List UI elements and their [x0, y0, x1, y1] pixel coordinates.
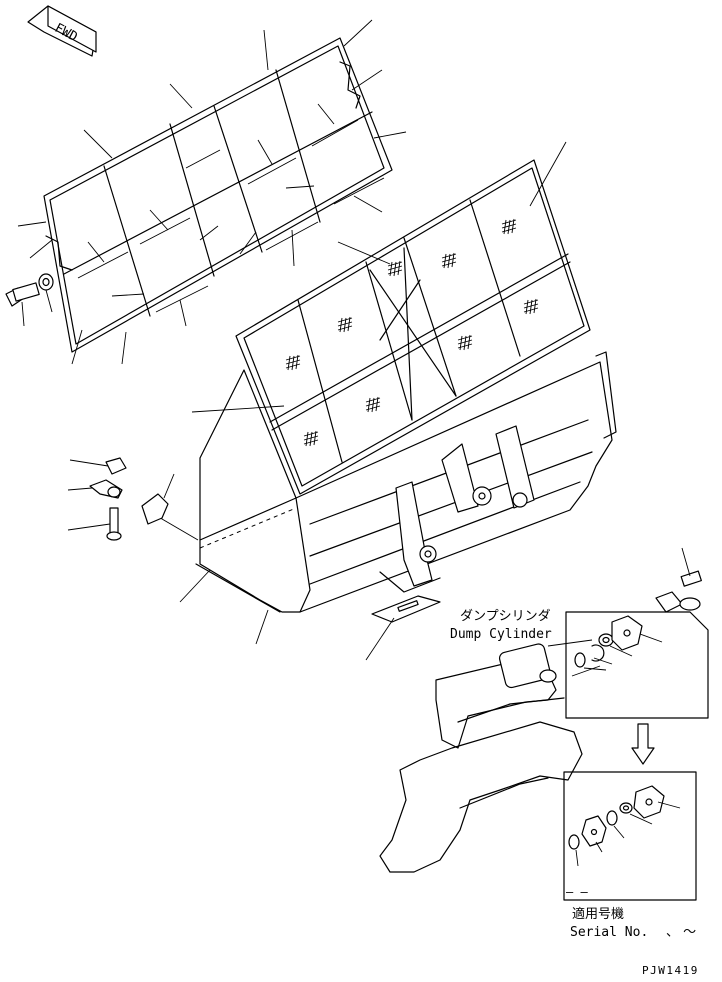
- dump-cylinder-label-en: Dump Cylinder: [450, 627, 552, 642]
- applicability-label-jp: 適用号機: [572, 906, 624, 922]
- screen-mesh-marks: [285, 218, 539, 447]
- upper-screen-panel: [43, 37, 393, 353]
- bucket-assembly: [195, 159, 617, 613]
- dump-cylinder-label-jp: ダンプシリンダ: [460, 609, 551, 624]
- serial-no-label: Serial No.: [570, 925, 648, 940]
- top-right-bolt-flange: [655, 547, 702, 613]
- detail-box-lower: [563, 771, 697, 901]
- fwd-direction-badge: FWD: [27, 5, 97, 57]
- upper-panel-leaders: [17, 19, 407, 365]
- mounting-brackets: [371, 425, 535, 623]
- detail-box-upper: [565, 611, 709, 719]
- bolt-washer-left: [5, 273, 54, 327]
- down-arrow: [631, 723, 655, 765]
- serial-no-suffix: 、 〜: [666, 925, 696, 940]
- dump-cylinder-assembly: [379, 639, 601, 873]
- figure-code: PJW1419: [642, 964, 699, 977]
- applicability-dash: — —: [566, 885, 588, 899]
- bucket-leaders: [149, 141, 567, 661]
- left-hardware: [67, 457, 175, 541]
